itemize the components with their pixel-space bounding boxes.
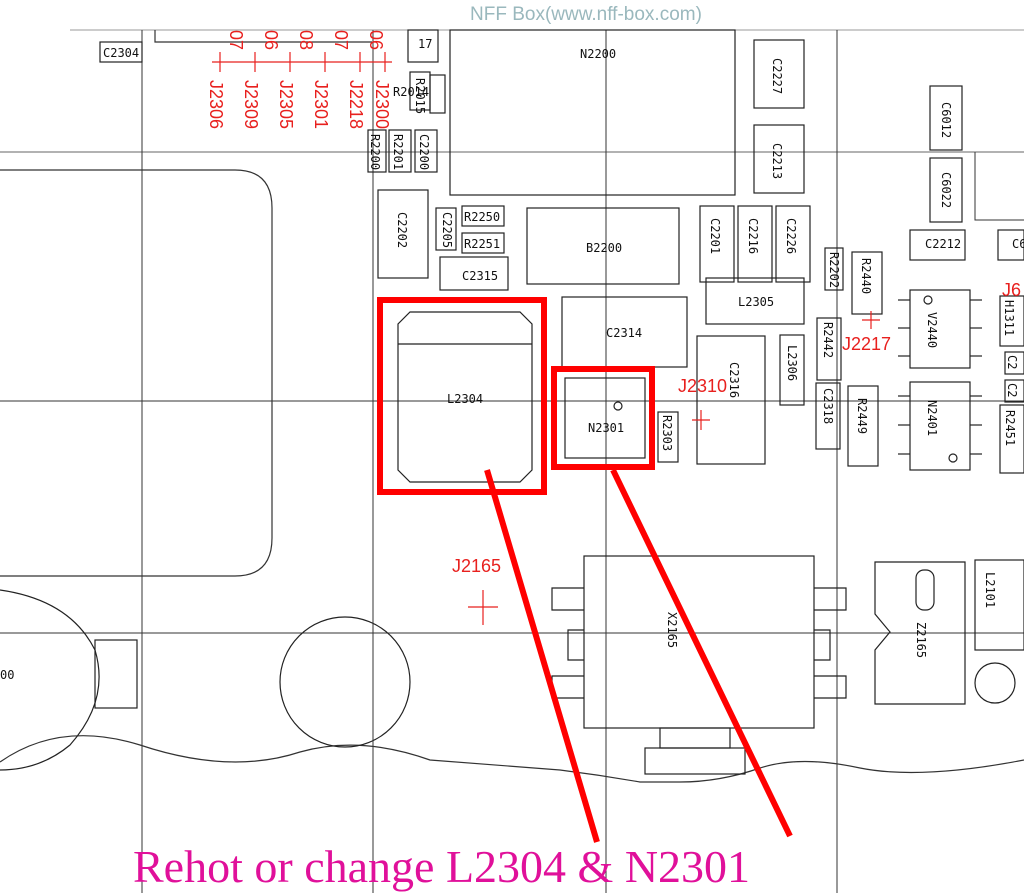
caption: Rehot or change L2304 & N2301 [133, 841, 750, 892]
label-c2202: C2202 [395, 212, 409, 248]
label-h1311: H1311 [1002, 300, 1016, 336]
label-c2205: C2205 [440, 212, 454, 248]
chip-n2200: N2200 [449, 29, 736, 196]
label-j2218: J2218 [346, 80, 366, 129]
board-outline [0, 29, 1024, 783]
label-b2200: B2200 [586, 241, 622, 255]
label-c6022: C6022 [939, 172, 953, 208]
label-r2015: R2015 [413, 78, 427, 114]
highlight-box-l2304 [377, 297, 547, 495]
label-top-b: 06 [261, 30, 281, 50]
label-r2449: R2449 [855, 398, 869, 434]
label-z2165: Z2165 [914, 622, 928, 658]
mount-hole-small [974, 662, 1016, 704]
label-j2300: J2300 [372, 80, 392, 129]
label-c2212: C2212 [925, 237, 961, 251]
label-l2101: L2101 [983, 572, 997, 608]
label-r2250: R2250 [464, 210, 500, 224]
highlight-box-n2301 [551, 366, 655, 470]
label-c2304: C2304 [103, 46, 139, 60]
mount-hole [279, 616, 411, 748]
label-top-d: 07 [331, 30, 351, 50]
label-top-c: 08 [296, 30, 316, 50]
label-l2305: L2305 [738, 295, 774, 309]
label-c2316: C2316 [727, 362, 741, 398]
label-c2227: C2227 [770, 58, 784, 94]
label-j2301: J2301 [311, 80, 331, 129]
label-top-e: 06 [366, 30, 386, 50]
label-n2200: N2200 [580, 47, 616, 61]
label-c2315: C2315 [462, 269, 498, 283]
label-r2201: R2201 [391, 134, 405, 170]
label-r2251: R2251 [464, 237, 500, 251]
label-c2-b: C2 [1005, 383, 1019, 397]
pointer-line-n2301 [610, 468, 793, 838]
label-n2401: N2401 [925, 400, 939, 436]
component-labels: C2304 17 C2315 B2200 C2314 L2305 C2212 C… [103, 37, 1024, 658]
label-top-a: 07 [226, 30, 246, 50]
ic-v2440 [898, 289, 982, 369]
label-j6: J6 [1002, 280, 1021, 300]
label-j2306: J2306 [206, 80, 226, 129]
component-bodies [99, 29, 1024, 651]
label-l2304: L2304 [447, 392, 483, 406]
label-c2216: C2216 [746, 218, 760, 254]
connector-x2165 [551, 555, 847, 775]
label-c6: C6 [1012, 237, 1024, 251]
label-v2440: V2440 [925, 312, 939, 348]
test-point-labels: J2306 J2309 J2305 J2301 J2218 J2300 07 0… [206, 30, 1021, 576]
caption-prefix: Rehot or change [133, 841, 446, 892]
label-c2314: C2314 [606, 326, 642, 340]
label-j2165: J2165 [452, 556, 501, 576]
label-j2309: J2309 [241, 80, 261, 129]
label-r2303: R2303 [660, 415, 674, 451]
inductor-l2304 [397, 311, 533, 483]
caption-parts: L2304 & N2301 [446, 841, 750, 892]
guide-lines [0, 30, 1024, 893]
chip-n2301 [564, 377, 646, 459]
label-c6012: C6012 [939, 102, 953, 138]
label-r2440: R2440 [859, 258, 873, 294]
label-c2-a: C2 [1005, 355, 1019, 369]
label-c2213: C2213 [770, 143, 784, 179]
label-c2226: C2226 [784, 218, 798, 254]
watermark: NFF Box(www.nff-box.com) [470, 4, 702, 25]
highlight-overlay [377, 297, 793, 843]
label-c2318: C2318 [821, 388, 835, 424]
label-r2442: R2442 [821, 322, 835, 358]
left-connector [0, 589, 138, 771]
label-r2451: R2451 [1003, 410, 1017, 446]
label-l2306: L2306 [785, 345, 799, 381]
label-n2301: N2301 [588, 421, 624, 435]
label-x2165: X2165 [665, 612, 679, 648]
label-c2200: C2200 [417, 134, 431, 170]
label-c2201: C2201 [708, 218, 722, 254]
ic-n2401 [898, 381, 982, 471]
label-j2305: J2305 [276, 80, 296, 129]
label-r2014: R2014 [393, 85, 429, 99]
label-j2217: J2217 [842, 334, 891, 354]
label-j2310: J2310 [678, 376, 727, 396]
label-r2202: R2202 [827, 252, 841, 288]
pointer-line-l2304 [484, 469, 600, 843]
component-z2165 [874, 561, 966, 705]
label-r2200: R2200 [368, 134, 382, 170]
label-left00: 00 [0, 668, 14, 682]
label-top17: 17 [418, 37, 432, 51]
test-point-crosses [212, 52, 880, 625]
